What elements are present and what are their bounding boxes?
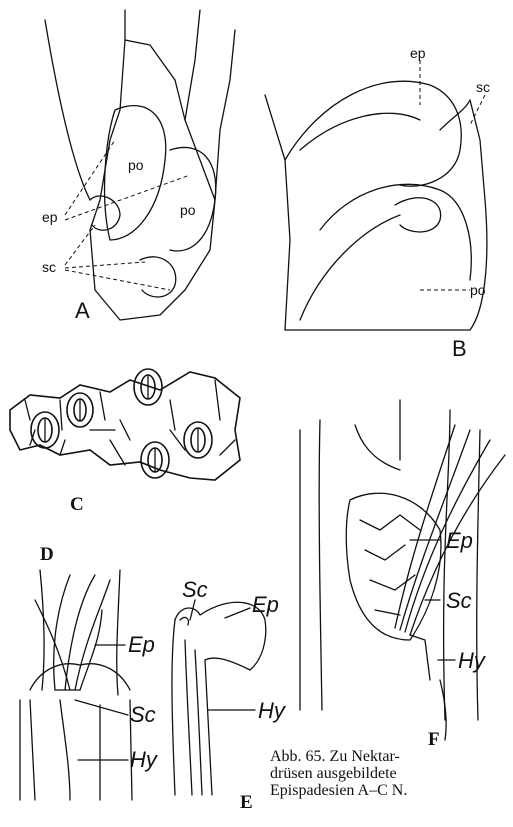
panel-e-label-hy: Hy xyxy=(258,698,287,723)
stoma-5 xyxy=(184,422,212,458)
panel-f-label-sc: Sc xyxy=(446,588,472,613)
stoma-2 xyxy=(67,393,93,427)
panel-d-label-hy: Hy xyxy=(130,747,159,772)
panel-a-label-sc: sc xyxy=(42,259,56,275)
panel-a: po po ep sc A xyxy=(42,10,235,323)
figure-caption: Abb. 65. Zu Nektar- drüsen ausgebildete … xyxy=(270,748,510,827)
panel-f-letter: F xyxy=(428,729,440,750)
panel-a-letter: A xyxy=(75,298,90,323)
panel-d-label-ep: Ep xyxy=(128,632,155,657)
panel-e-label-ep: Ep xyxy=(252,592,279,617)
panel-a-label-ep: ep xyxy=(42,209,58,225)
panel-d: D Ep Sc Hy xyxy=(20,544,159,800)
caption-line-1: Abb. 65. Zu Nektar- xyxy=(270,748,510,765)
panel-b-label-po: po xyxy=(470,282,486,298)
caption-line-3: Epispadesien A–C N. xyxy=(270,782,510,799)
panel-c: C xyxy=(10,369,240,515)
panel-f-label-ep: Ep xyxy=(446,528,473,553)
panel-b: ep sc po B xyxy=(265,45,490,361)
caption-line-2: drüsen ausgebildete xyxy=(270,765,510,782)
panel-f-label-hy: Hy xyxy=(458,648,487,673)
panel-e-letter: E xyxy=(240,792,253,813)
panel-f: Ep Sc Hy F xyxy=(300,400,505,750)
panel-b-label-ep: ep xyxy=(410,45,426,61)
panel-d-letter: D xyxy=(40,544,54,565)
stoma-4 xyxy=(141,442,169,478)
stoma-3 xyxy=(134,369,162,405)
panel-c-letter: C xyxy=(70,494,84,515)
panel-a-label-po-1: po xyxy=(128,157,144,173)
panel-d-label-sc: Sc xyxy=(130,702,156,727)
panel-e-label-sc: Sc xyxy=(182,577,208,602)
panel-a-outline xyxy=(90,10,215,320)
panel-b-label-sc: sc xyxy=(476,79,490,95)
panel-b-letter: B xyxy=(452,336,467,361)
panel-a-label-po-2: po xyxy=(180,202,196,218)
